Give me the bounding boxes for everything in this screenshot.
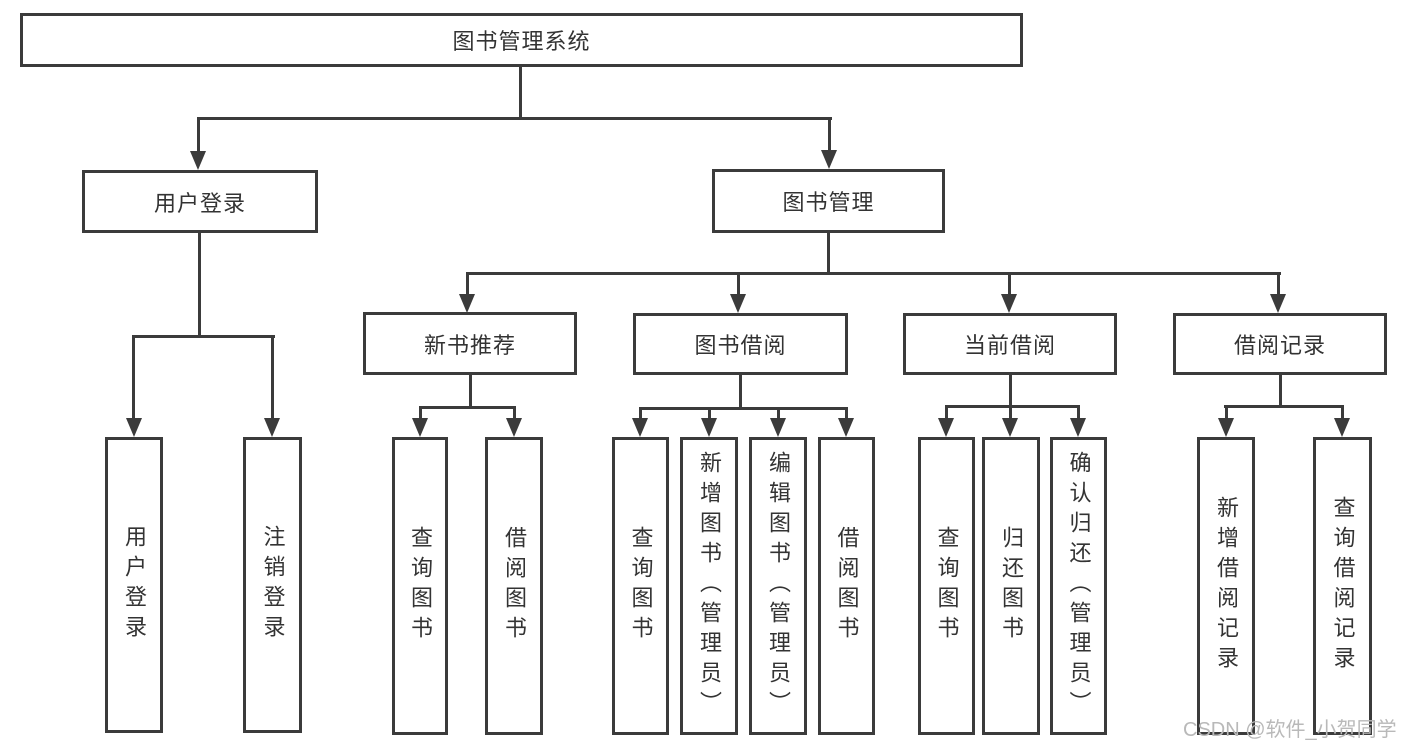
csdn-watermark: CSDN @软件_小贺同学 xyxy=(1183,719,1397,741)
connector-line xyxy=(466,272,1281,275)
node-book-management: 图书管理 xyxy=(712,169,945,233)
connector-line xyxy=(1225,405,1228,420)
leaf-borrow-books-borrowing: 借阅图书 xyxy=(818,437,875,735)
connector-line xyxy=(639,407,848,410)
connector-arrow xyxy=(1001,294,1017,313)
leaf-query-books-borrowing: 查询图书 xyxy=(612,437,669,735)
connector-line xyxy=(1279,375,1282,408)
leaf-query-borrow-record: 查询借阅记录 xyxy=(1313,437,1372,735)
connector-line xyxy=(1224,405,1344,408)
connector-arrow xyxy=(938,418,954,437)
node-current-borrowing: 当前借阅 xyxy=(903,313,1117,375)
connector-line xyxy=(132,335,135,420)
leaf-confirm-return-admin: 确认归还（管理员） xyxy=(1050,437,1107,735)
connector-line xyxy=(197,117,832,120)
connector-arrow xyxy=(770,418,786,437)
connector-line xyxy=(466,272,469,296)
connector-line xyxy=(271,335,274,420)
leaf-edit-book-admin: 编辑图书（管理员） xyxy=(749,437,807,735)
connector-line xyxy=(1008,272,1011,296)
connector-line xyxy=(469,375,472,409)
connector-arrow xyxy=(632,418,648,437)
connector-arrow xyxy=(1070,418,1086,437)
connector-line xyxy=(198,233,201,338)
connector-line xyxy=(1009,375,1012,408)
connector-line xyxy=(1009,405,1012,420)
connector-line xyxy=(945,405,1080,408)
connector-arrow xyxy=(264,418,280,437)
connector-arrow xyxy=(701,418,717,437)
connector-line xyxy=(419,406,422,420)
connector-line xyxy=(419,406,516,409)
connector-arrow xyxy=(506,418,522,437)
connector-arrow xyxy=(190,151,206,170)
connector-line xyxy=(828,117,831,153)
leaf-return-books: 归还图书 xyxy=(982,437,1040,735)
connector-arrow xyxy=(1270,294,1286,313)
leaf-query-books-recommend: 查询图书 xyxy=(392,437,448,735)
connector-arrow xyxy=(459,294,475,313)
connector-line xyxy=(639,407,642,420)
connector-line xyxy=(945,405,948,420)
leaf-user-login: 用户登录 xyxy=(105,437,163,733)
connector-line xyxy=(827,233,830,275)
connector-line xyxy=(737,272,740,296)
connector-line xyxy=(1341,405,1344,420)
connector-line xyxy=(197,117,200,154)
connector-arrow xyxy=(821,150,837,169)
leaf-add-book-admin: 新增图书（管理员） xyxy=(680,437,738,735)
leaf-logout: 注销登录 xyxy=(243,437,302,733)
node-user-login: 用户登录 xyxy=(82,170,318,233)
leaf-add-borrow-record: 新增借阅记录 xyxy=(1197,437,1255,735)
connector-arrow xyxy=(1334,418,1350,437)
leaf-query-books-current: 查询图书 xyxy=(918,437,975,735)
connector-arrow xyxy=(730,294,746,313)
connector-line xyxy=(519,66,522,119)
connector-arrow xyxy=(1002,418,1018,437)
node-book-borrowing: 图书借阅 xyxy=(633,313,848,375)
connector-arrow xyxy=(838,418,854,437)
connector-arrow xyxy=(412,418,428,437)
connector-line xyxy=(132,335,275,338)
connector-arrow xyxy=(126,418,142,437)
connector-arrow xyxy=(1218,418,1234,437)
node-borrowing-records: 借阅记录 xyxy=(1173,313,1387,375)
connector-line xyxy=(708,407,711,420)
connector-line xyxy=(739,375,742,410)
node-library-system: 图书管理系统 xyxy=(20,13,1023,67)
connector-line xyxy=(1277,272,1280,296)
leaf-borrow-books-recommend: 借阅图书 xyxy=(485,437,543,735)
connector-line xyxy=(513,406,516,420)
connector-line xyxy=(777,407,780,420)
node-new-book-recommendation: 新书推荐 xyxy=(363,312,577,375)
connector-line xyxy=(1077,405,1080,420)
connector-line xyxy=(845,407,848,420)
